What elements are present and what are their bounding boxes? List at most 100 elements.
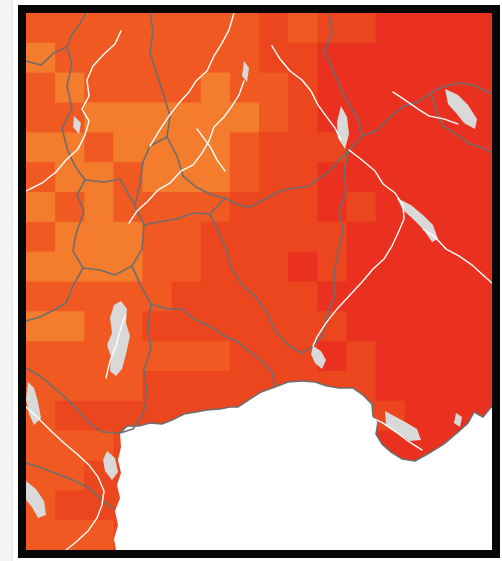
grid-cell [229,251,260,283]
grid-cell [433,251,464,283]
grid-cell [462,251,492,283]
grid-cell [288,251,318,283]
grid-cell [200,162,231,193]
grid-cell [26,102,56,134]
grid-cell [113,192,144,223]
grid-cell [113,72,144,104]
river-east [312,149,405,347]
grid-cell [404,162,435,193]
grid-cell [375,341,406,372]
grid-cell [26,192,56,223]
grid-cell [26,221,56,253]
grid-cell [317,251,348,283]
grid-cell [433,13,464,44]
lake-far-southwest [26,481,46,518]
grid-cell [462,341,492,372]
grid-cell [375,102,406,134]
lake-south-center [385,411,421,441]
grid-cell [288,281,318,313]
grid-cell [317,13,348,44]
lake-northeast [445,89,477,129]
left-panel-edge [0,0,13,561]
grid-cell [26,13,56,44]
grid-cell [433,221,464,253]
grid-cell [55,400,85,432]
grid-cell [84,42,115,74]
grid-cell [259,13,289,44]
rivers [26,13,492,550]
grid-cell [142,371,173,402]
grid-cell [229,13,260,44]
river-southwest [26,406,105,550]
grid-cell [229,102,260,134]
boundary-central [119,136,168,434]
grid-cell [433,281,464,313]
grid-cell [375,72,406,104]
lake-small-north [242,61,249,82]
boundary-southwest-link [82,265,133,276]
grid-cell [55,251,85,283]
grid-cell [26,341,56,372]
boundary-east-north [323,13,363,151]
grid-cell [84,192,115,223]
water-bodies [26,61,492,550]
grid-cell [404,371,435,402]
grid-cell [229,311,260,342]
administrative-boundaries [26,13,492,510]
grid-cell [55,192,85,223]
grid-cell [142,221,173,253]
grid-cell [84,520,115,550]
grid-cell [404,281,435,313]
lake-coastal-south [103,451,118,480]
grid-cell [26,520,56,550]
map-frame[interactable] [18,5,500,558]
boundary-north-central [149,13,350,208]
grid-cell [346,281,377,313]
grid-cell [113,371,144,402]
grid-cell [462,162,492,193]
boundary-coastline [119,380,492,462]
grid-cell [171,221,202,253]
grid-cell [200,42,231,74]
grid-cell [346,13,377,44]
grid-cell [433,162,464,193]
grid-cell [375,281,406,313]
grid-cell [171,341,202,372]
grid-cell [375,162,406,193]
river-south [105,315,126,379]
grid-cell [288,311,318,342]
grid-cell [346,162,377,193]
grid-cell [404,132,435,163]
grid-cell [55,102,85,134]
grid-cell [142,311,173,342]
grid-cell [171,192,202,223]
grid-cell [229,162,260,193]
river-central [128,80,245,224]
grid-cell [259,221,289,253]
river-east-north [271,45,342,141]
grid-cell [404,341,435,372]
grid-cell [200,72,231,104]
grid-cell [55,341,85,372]
grid-cell [113,221,144,253]
grid-cell [346,341,377,372]
grid-cell [26,72,56,104]
grid-cell [84,13,115,44]
grid-cell [171,371,202,402]
river-east-lower [422,228,492,284]
grid-cell [84,251,115,283]
grid-cell [142,192,173,223]
grid-cell [433,341,464,372]
boundary-east-vertical [312,149,350,347]
grid-cell [462,13,492,44]
grid-cell [288,13,318,44]
river-northeast [392,91,459,125]
grid-cell [346,192,377,223]
grid-cell [346,311,377,342]
grid-cell [288,192,318,223]
grid-cell [462,72,492,104]
grid-cell [317,192,348,223]
grid-cell [404,13,435,44]
grid-cell [462,371,492,402]
boundary-east-inner [430,92,492,154]
